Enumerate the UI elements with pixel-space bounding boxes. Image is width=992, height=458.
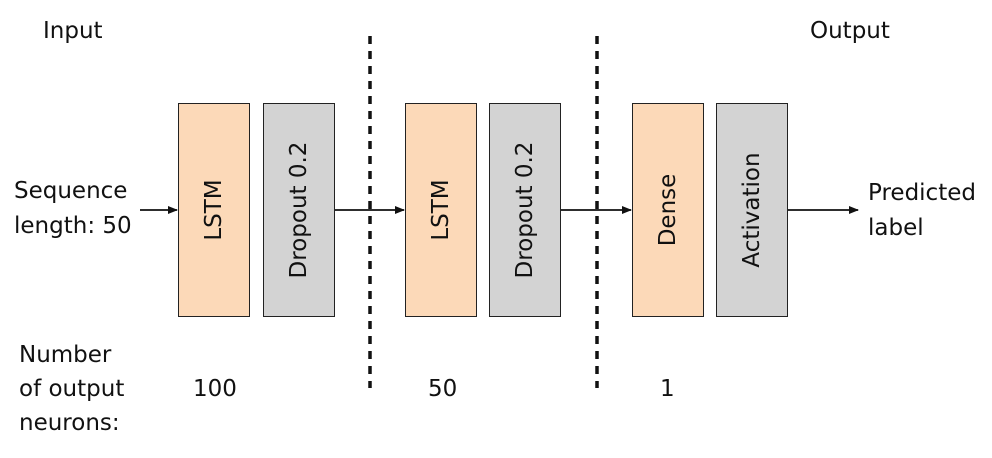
predicted-label-line1: Predicted [868,180,976,206]
neurons-label-line2: of output [19,376,125,402]
layer-label: LSTM [201,179,227,241]
layer-box-dense: Dense [632,103,704,317]
layer-label: Dropout 0.2 [512,141,538,279]
input-label: Input [43,18,103,44]
neurons-label-line1: Number [19,342,112,368]
layer-box-lstm-1: LSTM [178,103,250,317]
neuron-count-stage-3: 1 [660,376,675,402]
predicted-label-line2: label [868,215,924,241]
layer-box-dropout-2: Dropout 0.2 [489,103,561,317]
sequence-label-line1: Sequence [14,178,128,204]
sequence-label-line2: length: 50 [14,213,132,239]
layer-label: Dropout 0.2 [286,141,312,279]
layer-label: LSTM [428,179,454,241]
layer-box-lstm-2: LSTM [405,103,477,317]
neuron-count-stage-2: 50 [428,376,458,402]
neuron-count-stage-1: 100 [193,376,237,402]
layer-box-dropout-1: Dropout 0.2 [263,103,335,317]
layer-box-activation: Activation [716,103,788,317]
output-label: Output [810,18,890,44]
layer-label: Activation [739,152,765,268]
layer-label: Dense [655,173,681,247]
neurons-label-line3: neurons: [19,410,120,436]
